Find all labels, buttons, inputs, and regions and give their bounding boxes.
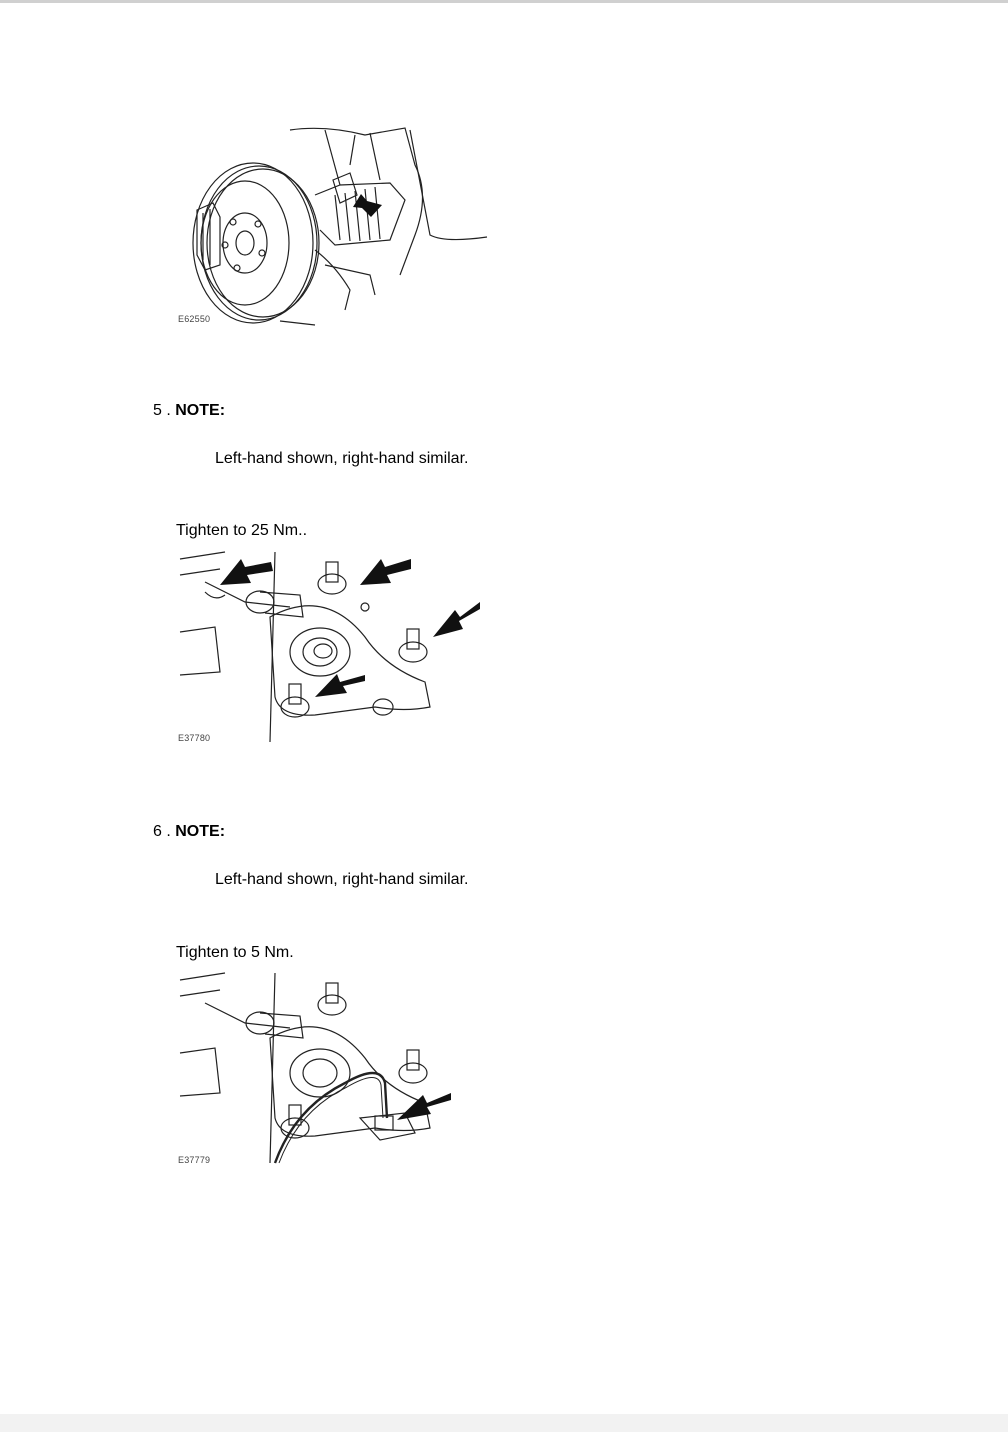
figure-strut-top-mount: E37780: [175, 547, 485, 747]
step-6-heading: 6 . NOTE:: [153, 823, 225, 841]
step-number: 6 .: [153, 823, 171, 840]
figure-code: E37780: [178, 733, 211, 743]
step-5-note-text: Left-hand shown, right-hand similar.: [215, 450, 469, 467]
step-6-note-text: Left-hand shown, right-hand similar.: [215, 871, 469, 888]
note-label: NOTE:: [175, 402, 226, 419]
step-5-heading: 5 . NOTE:: [153, 402, 225, 420]
page-bottom-band: [0, 1414, 1008, 1432]
note-label: NOTE:: [175, 823, 226, 840]
figure-brake-disc-hub: E62550: [175, 125, 495, 330]
step-5-instruction: Tighten to 25 Nm..: [176, 522, 308, 539]
figure-code: E62550: [178, 314, 211, 324]
figure-brake-hose-bracket: E37779: [175, 968, 485, 1168]
brake-disc-illustration: [192, 127, 488, 326]
strut-mount-illustration: [179, 551, 480, 743]
brake-hose-illustration: [179, 972, 451, 1164]
step-number: 5 .: [153, 402, 171, 419]
step-6-instruction: Tighten to 5 Nm.: [176, 944, 294, 961]
figure-code: E37779: [178, 1155, 211, 1165]
page-top-rule: [0, 0, 1008, 3]
